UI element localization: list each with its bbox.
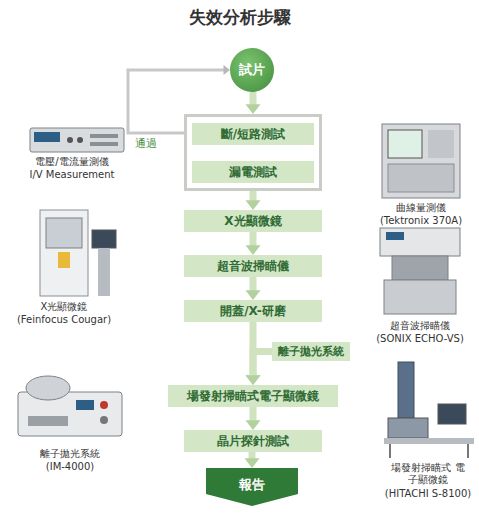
flow-connector [246,277,261,300]
node-text: 試片 [239,61,265,79]
connector-line [250,407,257,421]
xray-microscope-figure [40,210,116,296]
node-text: 晶片探針測試 [187,434,319,448]
node-text: 超音波掃瞄儀 [187,259,319,273]
equipment-caption: 場發射掃瞄式 電子顯微鏡 [391,462,465,486]
arrowhead [246,420,261,430]
equipment-caption: (IM-4000) [15,461,125,473]
process-box: 場發射掃瞄式電子顯微鏡 [168,385,338,407]
equipment-caption: 電壓/電流量測儀 [17,156,127,168]
process-box: 晶片探針測試 [184,430,322,452]
process-box: 斷/短路測試 [192,123,314,145]
connector-line [250,277,257,291]
flow-connector [245,452,260,468]
test-group-box: 斷/短路測試漏電測試 [184,114,322,191]
connector-line [253,352,272,377]
process-box: 開蓋/X-研磨 [184,300,322,322]
node-text: 離子拋光系統 [275,345,347,358]
arrowhead [246,375,261,385]
equipment-caption: (SONIX ECHO-VS) [365,333,475,345]
equipment-caption: X光顯微鏡 [9,301,119,313]
arrowhead [245,458,260,468]
arrowhead [246,104,261,114]
equipment-caption: 離子拋光系統 [15,448,125,460]
start-circle: 試片 [230,48,274,92]
flow-connector [246,191,261,210]
side-process-box: 離子拋光系統 [272,342,350,361]
node-text: 漏電測試 [195,165,311,179]
arrowhead [246,200,261,210]
connector-line [249,452,256,459]
flow-connector [246,407,261,430]
arrowhead [246,290,261,300]
node-text: 場發射掃瞄式電子顯微鏡 [171,389,335,403]
equipment-caption: 超音波掃瞄儀 [370,320,470,332]
connector-line [250,232,257,246]
diagram-title: 失效分析步驟 [0,6,479,29]
iv-meter-figure [30,128,124,152]
ultrasonic-scanner-figure [380,228,460,314]
flow-connector [246,232,261,255]
node-text: 開蓋/X-研磨 [187,304,319,318]
sem-figure [384,362,474,458]
process-box: X光顯微鏡 [184,210,322,232]
equipment-caption: (HITACHI S-8100) [378,488,478,500]
edge-label: 通過 [134,137,158,150]
equipment-caption: I/V Measurement [17,169,127,181]
flow-connector [246,92,261,114]
equipment-caption: 曲線量測儀 [371,202,471,214]
report-shape: 報告 [206,468,298,506]
process-box: 超音波掃瞄儀 [184,255,322,277]
node-text: 斷/短路測試 [195,127,311,141]
flow-connector [246,352,273,386]
equipment-caption: (Feinfocus Cougar) [4,314,124,326]
curve-tracer-figure [382,124,460,198]
node-text: 報告 [206,468,298,494]
ion-polisher-figure [18,376,122,436]
connector-line [250,191,257,201]
equipment-caption: (Tektronix 370A) [366,215,476,227]
arrowhead [246,245,261,255]
arrowhead [246,375,261,385]
process-box: 漏電測試 [192,161,314,183]
report-pentagon [206,468,298,506]
connector-line [250,92,257,105]
node-text: X光顯微鏡 [187,214,319,228]
